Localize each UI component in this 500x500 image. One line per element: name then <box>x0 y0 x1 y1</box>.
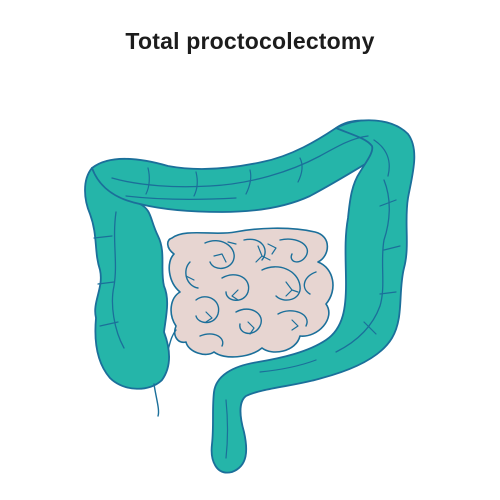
large-intestine <box>84 119 416 474</box>
appendix <box>153 383 160 417</box>
descending-colon <box>210 119 416 474</box>
small-intestine <box>161 227 334 361</box>
page-title: Total proctocolectomy <box>125 28 375 54</box>
ascending-colon <box>84 167 170 390</box>
transverse-colon <box>91 119 393 213</box>
